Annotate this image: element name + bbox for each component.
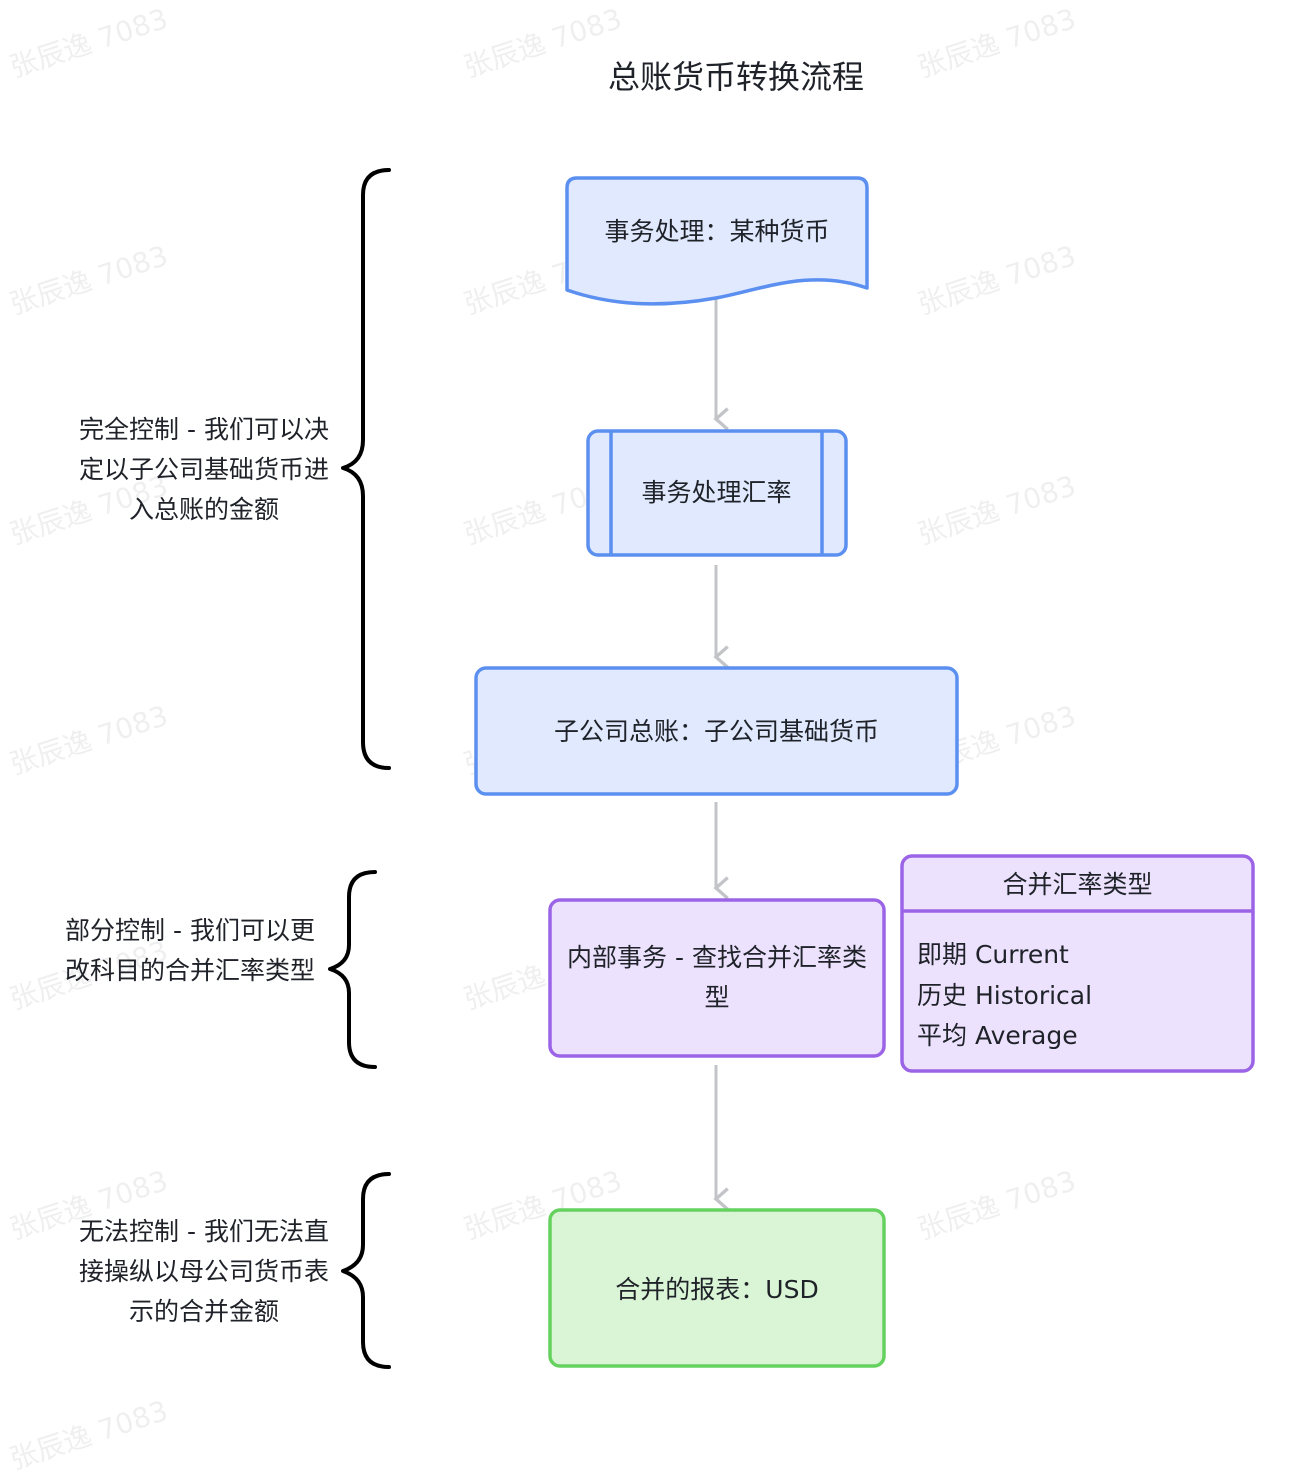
rate-type-item: 平均 Average [917, 1021, 1078, 1050]
node-subsidiary-ledger[interactable]: 子公司总账：子公司基础货币 [553, 717, 879, 746]
node-transaction-rate-shape[interactable] [586, 429, 848, 557]
node-transaction-rate[interactable]: 事务处理汇率 [641, 478, 792, 507]
annotation-partial-control: 部分控制 - 我们可以更改科目的合并汇率类型 [64, 916, 315, 985]
node-transaction[interactable]: 事务处理：某种货币 [604, 217, 830, 246]
rate-types-list: 即期 Current 历史 Historical 平均 Average [917, 935, 1247, 1057]
brace-full-control [341, 168, 391, 770]
annotation-no-control: 无法控制 - 我们无法直接操纵以母公司货币表示的合并金额 [78, 1217, 329, 1326]
rate-types-title: 合并汇率类型 [1002, 870, 1153, 899]
node-transaction-shape[interactable] [565, 176, 869, 306]
node-intercompany[interactable]: 内部事务 - 查找合并汇率类型 [567, 943, 867, 1012]
diagram-canvas [328, 168, 1255, 1369]
rate-type-item: 即期 Current [917, 940, 1069, 969]
rate-type-item: 历史 Historical [917, 980, 1093, 1010]
diagram-title: 总账货币转换流程 [607, 58, 864, 96]
node-consolidated-shape[interactable] [548, 1208, 886, 1368]
annotation-full-control: 完全控制 - 我们可以决定以子公司基础货币进入总账的金额 [78, 415, 329, 524]
node-subsidiary-ledger-shape[interactable] [474, 666, 959, 796]
node-intercompany-shape[interactable] [548, 898, 886, 1058]
rate-types-box-shape [900, 854, 1255, 1073]
brace-no-control [341, 1172, 391, 1369]
brace-partial-control [328, 870, 377, 1069]
node-consolidated[interactable]: 合并的报表：USD [615, 1275, 819, 1304]
